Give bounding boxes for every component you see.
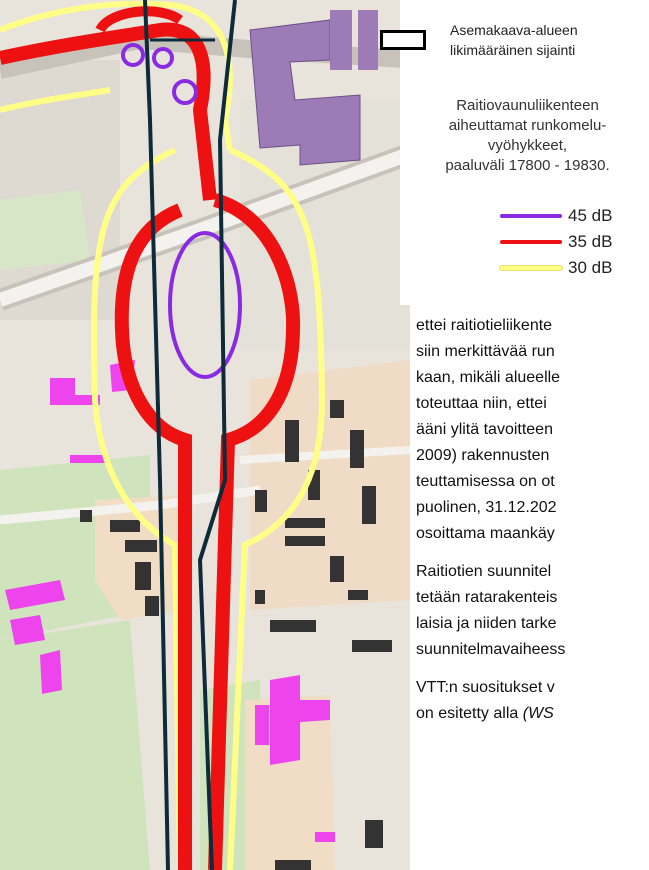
map-zone-30db: [227, 147, 326, 870]
map-zone-30db: [0, 0, 233, 151]
body-text-line: tetään ratarakenteis: [416, 589, 558, 606]
legend-item-35db: 35 dB: [500, 231, 649, 253]
legend-title-line: paaluväli 17800 - 19830.: [445, 157, 610, 174]
body-text-panel: ettei raitiotieliikente siin merkittävää…: [410, 305, 649, 870]
body-text-segment: on esitetty alla: [416, 705, 519, 722]
body-text-line: 2009) rakennusten: [416, 447, 550, 464]
body-text-line: suunnitelmavaiheess: [416, 641, 566, 658]
legend-boundary-label: Asemakaava-alueen likimääräinen sijainti: [450, 20, 649, 60]
body-text-line: puolinen, 31.12.202: [416, 499, 557, 516]
map-building-magenta: [5, 580, 65, 610]
map-building-magenta: [70, 455, 106, 463]
map-zone-35db: [0, 22, 217, 201]
legend-line-swatch: [500, 214, 562, 218]
map-building-purple: [358, 10, 378, 70]
body-text-line: ääni ylitä tavoitteen: [416, 421, 553, 438]
map-plan-boundary: [143, 0, 170, 870]
map-zone-30db: [90, 147, 183, 870]
body-text-line: laisia ja niiden tarke: [416, 615, 557, 632]
body-text-line: VTT:n suositukset v: [416, 679, 555, 696]
legend-title: Raitiovaunuliikenteen aiheuttamat runkom…: [406, 96, 649, 176]
legend-boundary-swatch: [380, 30, 426, 50]
map-zone-45db: [152, 47, 174, 69]
body-text-line: osoittama maankäy: [416, 525, 555, 542]
legend-line-swatch: [500, 266, 562, 270]
legend-boundary-label-line: likimääräinen sijainti: [450, 42, 576, 58]
legend-panel: [400, 0, 649, 305]
map-building-purple: [330, 10, 352, 70]
legend-line-swatch: [500, 240, 562, 244]
map-zone-35db: [114, 203, 192, 870]
map-green-area: [0, 190, 90, 270]
body-text-line: Raitiotien suunnitel: [416, 563, 552, 580]
map-zone-35db: [95, 6, 183, 33]
body-text-line: toteuttaa niin, ettei: [416, 395, 547, 412]
body-text-line: on esitetty alla (WS: [416, 701, 554, 727]
map-zone-45db: [168, 231, 242, 379]
map-road: [0, 143, 423, 307]
legend-title-line: Raitiovaunuliikenteen: [456, 97, 599, 114]
body-text-line: siin merkittävää run: [416, 343, 555, 360]
body-text-line: ettei raitiotieliikente: [416, 317, 553, 334]
map-building-magenta: [40, 650, 62, 694]
map-plan-boundary: [197, 0, 237, 870]
map-zone-45db: [172, 79, 198, 105]
legend-item-45db: 45 dB: [500, 205, 649, 227]
body-text-italic-segment: (WS: [522, 705, 554, 722]
map-building-magenta: [255, 705, 269, 745]
legend-boundary-label-line: Asemakaava-alueen: [450, 22, 578, 38]
body-text-line: kaan, mikäli alueelle: [416, 369, 561, 386]
legend-item-30db: 30 dB: [500, 257, 649, 279]
map-road: [239, 446, 411, 464]
map-green-area: [0, 620, 150, 870]
map-building-magenta: [315, 832, 335, 842]
legend-item-label: 35 dB: [568, 232, 613, 251]
body-text-line: teuttamisessa on ot: [416, 473, 555, 490]
legend-item-label: 30 dB: [568, 258, 613, 277]
legend-title-line: vyöhykkeet,: [487, 137, 568, 154]
map-building-magenta: [50, 378, 100, 405]
map-zone-35db: [208, 193, 301, 870]
map-building-magenta: [270, 675, 330, 765]
map-buildings-dark: [80, 400, 392, 870]
legend-title-line: aiheuttamat runkomelu-: [448, 117, 607, 134]
map-zone-45db: [121, 43, 145, 67]
map-zone-30db: [0, 87, 111, 113]
legend-item-label: 45 dB: [568, 206, 613, 225]
map-building-magenta: [10, 615, 45, 645]
